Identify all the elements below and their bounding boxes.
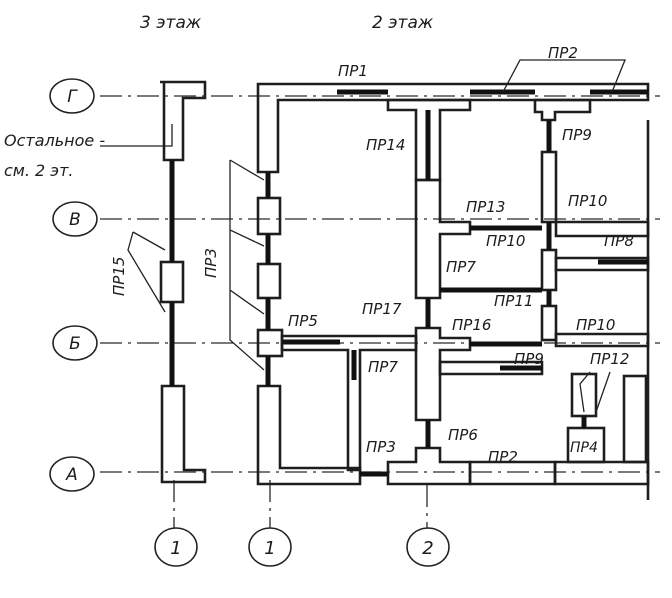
label-pr8: ПР8 — [604, 232, 634, 250]
wall-pier-1 — [256, 196, 282, 236]
wall-3-top — [160, 80, 207, 162]
note-line-2: см. 2 эт. — [4, 161, 74, 180]
label-pr9-top: ПР9 — [562, 126, 592, 144]
leader-lines — [100, 59, 626, 413]
label-pr12: ПР12 — [590, 350, 629, 368]
axis-bubble-g — [49, 78, 95, 114]
axis-label-b: Б — [69, 334, 81, 354]
label-pr7-b: ПР7 — [368, 358, 398, 376]
floor3-walls — [159, 80, 207, 484]
wall-centre-upper — [414, 178, 472, 300]
wall-centre-lower — [414, 326, 472, 422]
wall-3-bottom — [160, 384, 207, 484]
wall-right-col-2 — [540, 248, 558, 292]
lintel-beams — [265, 89, 648, 477]
row-axis-bubbles: Г В Б А — [49, 78, 98, 492]
axis-bubble-a — [49, 456, 95, 492]
leader-pr12 — [579, 371, 611, 413]
label-pr17: ПР17 — [362, 300, 402, 318]
lintel-labels: ПР1 ПР2 ПР14 ПР9 ПР13 ПР10 ПР10 ПР8 ПР7 … — [110, 44, 634, 466]
wall-right-row-3 — [554, 332, 650, 348]
header-floor-2: 2 этаж — [372, 13, 434, 33]
label-pr15: ПР15 — [110, 257, 128, 296]
wall-right-col-1 — [540, 150, 558, 224]
axis-label-g: Г — [67, 87, 78, 107]
column-axis-bubbles: 1 1 2 — [154, 527, 450, 567]
wall-right-col-3 — [540, 304, 558, 342]
label-pr10-a: ПР10 — [568, 192, 607, 210]
label-pr7-a: ПР7 — [446, 258, 476, 276]
wall-row-pr9 — [438, 360, 544, 376]
wall-right-edge — [622, 374, 648, 464]
label-pr10-c: ПР10 — [576, 316, 615, 334]
label-pr11: ПР11 — [494, 292, 533, 310]
wall-bottom-left — [256, 384, 362, 486]
axis-bubble-col-2 — [406, 527, 450, 567]
header-floor-3: 3 этаж — [140, 13, 202, 33]
axis-label-col-2: 2 — [422, 538, 433, 559]
axis-label-col-1a: 1 — [170, 538, 181, 559]
label-pr9-b: ПР9 — [514, 350, 544, 368]
label-pr5: ПР5 — [288, 312, 318, 330]
wall-centre-bottom — [386, 446, 472, 486]
leader-pr3 — [229, 159, 265, 371]
wall-tee-pr9 — [533, 98, 592, 122]
label-pr6: ПР6 — [448, 426, 478, 444]
label-pr1: ПР1 — [338, 62, 368, 80]
axis-label-col-1b: 1 — [264, 538, 275, 559]
leader-note — [100, 124, 173, 147]
axis-label-a: А — [65, 465, 78, 485]
wall-right-row-1 — [554, 220, 650, 238]
label-pr4: ПР4 — [570, 440, 598, 456]
label-pr13: ПР13 — [466, 198, 505, 216]
leader-pr2 — [502, 59, 626, 93]
label-pr3-vertical: ПР3 — [202, 248, 220, 278]
label-pr16: ПР16 — [452, 316, 491, 334]
label-pr2-bottom: ПР2 — [488, 448, 518, 466]
label-pr2-top: ПР2 — [548, 44, 578, 62]
label-pr3-bottom: ПР3 — [366, 438, 396, 456]
axis-bubble-col-1b — [248, 527, 292, 567]
wall-top-outer — [256, 82, 650, 174]
label-pr10-b: ПР10 — [486, 232, 525, 250]
wall-3-pier — [159, 260, 185, 304]
wall-pier-2 — [256, 262, 282, 300]
column-axis-lines — [173, 480, 428, 528]
axis-bubble-col-1a — [154, 527, 198, 567]
axis-bubble-v — [52, 201, 98, 237]
leader-pr15 — [127, 231, 166, 313]
wall-bottom-right — [553, 460, 650, 486]
label-pr14: ПР14 — [366, 136, 405, 154]
axis-label-v: В — [69, 210, 81, 230]
note-line-1: Остальное - — [4, 131, 105, 150]
axis-bubble-b — [52, 325, 98, 361]
wall-row-b-left — [280, 334, 418, 472]
